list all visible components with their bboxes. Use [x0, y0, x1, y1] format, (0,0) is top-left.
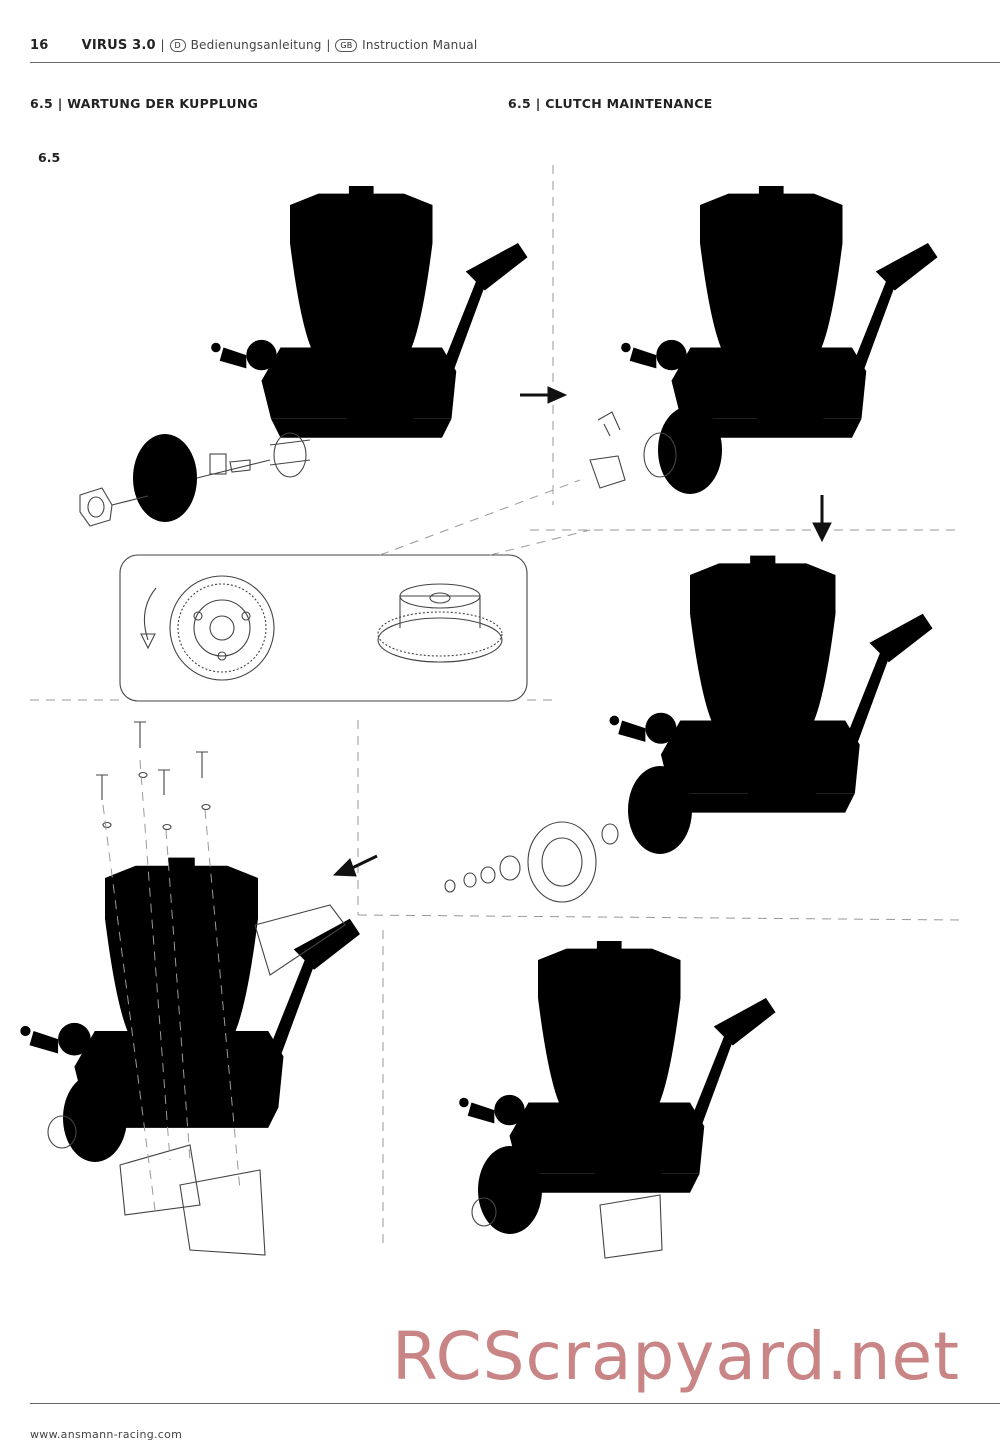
section-title-de: 6.5 | WARTUNG DER KUPPLUNG [30, 96, 259, 111]
watermark: RCScrapyard.net [392, 1318, 960, 1395]
lang-de-badge: D [169, 39, 186, 52]
header-separator: | [160, 38, 165, 52]
lang-gb-badge: GB [335, 39, 358, 52]
section-title-en: 6.5 | CLUTCH MAINTENANCE [508, 96, 713, 111]
arrow-right-icon [520, 386, 568, 404]
step-label: 6.5 [38, 150, 61, 165]
lang-gb-text: Instruction Manual [362, 38, 478, 52]
page-number: 16 [30, 38, 49, 53]
page-header: 16 VIRUS 3.0 | D Bedienungsanleitung | G… [30, 38, 477, 53]
rotate-arrow-icon [143, 587, 157, 641]
footer-rule [30, 1403, 1000, 1404]
arrow-left-icon [332, 854, 378, 877]
arrow-down-icon [812, 495, 832, 543]
footer-url[interactable]: www.ansmann-racing.com [30, 1428, 183, 1441]
rotate-arrow-icon-head [140, 633, 156, 650]
lang-de-text: Bedienungsanleitung [190, 38, 322, 52]
product-name: VIRUS 3.0 [81, 38, 156, 53]
header-rule [30, 62, 1000, 63]
header-separator-2: | [326, 38, 331, 52]
